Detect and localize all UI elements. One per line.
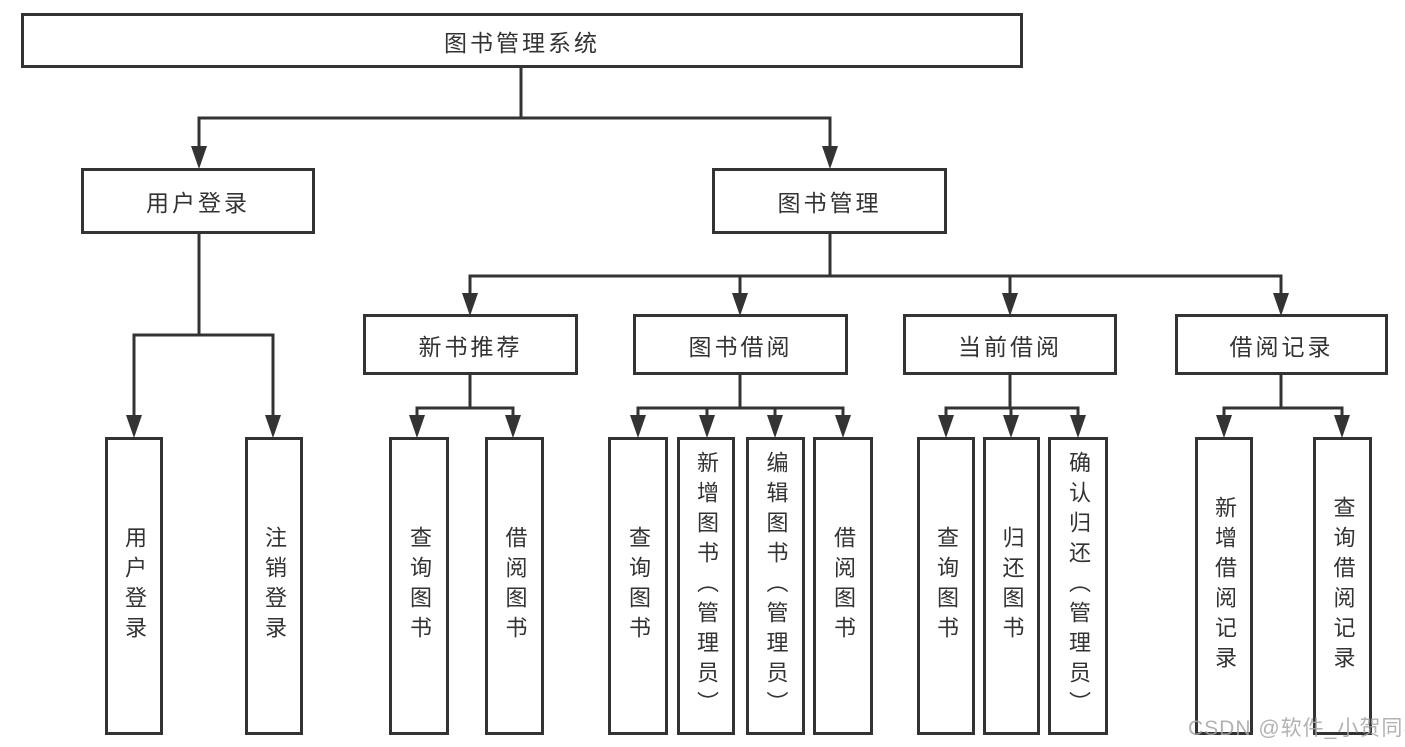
leaf-query-book-borrow-label: 查询图书 [626, 526, 651, 646]
leaf-query-book-recommend-label: 查询图书 [407, 526, 432, 646]
node-root-system: 图书管理系统 [21, 13, 1023, 68]
node-new-book-recommend-label: 新书推荐 [418, 333, 523, 360]
leaf-borrow-book-borrow-label: 借阅图书 [831, 526, 856, 646]
leaf-borrow-book-recommend: 借阅图书 [485, 437, 544, 735]
leaf-logout-label: 注销登录 [262, 526, 287, 646]
leaf-add-book-admin-label: 新增图书（管理员） [694, 451, 719, 721]
leaf-query-book-current-label: 查询图书 [934, 526, 959, 646]
leaf-return-book: 归还图书 [983, 437, 1040, 735]
leaf-edit-book-admin-label: 编辑图书（管理员） [763, 451, 789, 721]
leaf-return-book-label: 归还图书 [999, 526, 1025, 646]
node-current-borrow: 当前借阅 [903, 314, 1117, 375]
leaf-user-login-label: 用户登录 [122, 526, 147, 646]
leaf-query-borrow-record: 查询借阅记录 [1313, 437, 1372, 735]
node-book-borrow: 图书借阅 [633, 314, 848, 375]
node-current-borrow-label: 当前借阅 [958, 333, 1062, 360]
leaf-query-book-borrow: 查询图书 [608, 437, 668, 735]
node-book-borrow-label: 图书借阅 [688, 333, 793, 360]
leaf-confirm-return-admin-label: 确认归还（管理员） [1066, 451, 1091, 721]
node-borrow-record: 借阅记录 [1175, 314, 1388, 375]
leaf-borrow-book-recommend-label: 借阅图书 [502, 526, 528, 646]
leaf-query-book-current: 查询图书 [917, 437, 975, 735]
node-borrow-record-label: 借阅记录 [1229, 333, 1334, 360]
leaf-add-book-admin: 新增图书（管理员） [677, 437, 735, 735]
leaf-add-borrow-record: 新增借阅记录 [1195, 437, 1253, 735]
leaf-query-book-recommend: 查询图书 [389, 437, 449, 735]
node-book-management: 图书管理 [712, 168, 947, 234]
node-user-login: 用户登录 [81, 168, 315, 234]
node-user-login-label: 用户登录 [146, 190, 250, 216]
leaf-logout: 注销登录 [245, 437, 303, 735]
csdn-watermark: CSDN @软件_小贺同学 [1188, 717, 1405, 740]
node-new-book-recommend: 新书推荐 [363, 314, 578, 375]
leaf-borrow-book-borrow: 借阅图书 [813, 437, 873, 735]
node-book-management-label: 图书管理 [777, 190, 882, 216]
leaf-edit-book-admin: 编辑图书（管理员） [746, 437, 805, 735]
leaf-user-login: 用户登录 [105, 437, 163, 735]
leaf-add-borrow-record-label: 新增借阅记录 [1212, 496, 1237, 676]
leaf-query-borrow-record-label: 查询借阅记录 [1330, 496, 1356, 676]
node-root-label: 图书管理系统 [444, 29, 600, 56]
leaf-confirm-return-admin: 确认归还（管理员） [1048, 437, 1108, 735]
